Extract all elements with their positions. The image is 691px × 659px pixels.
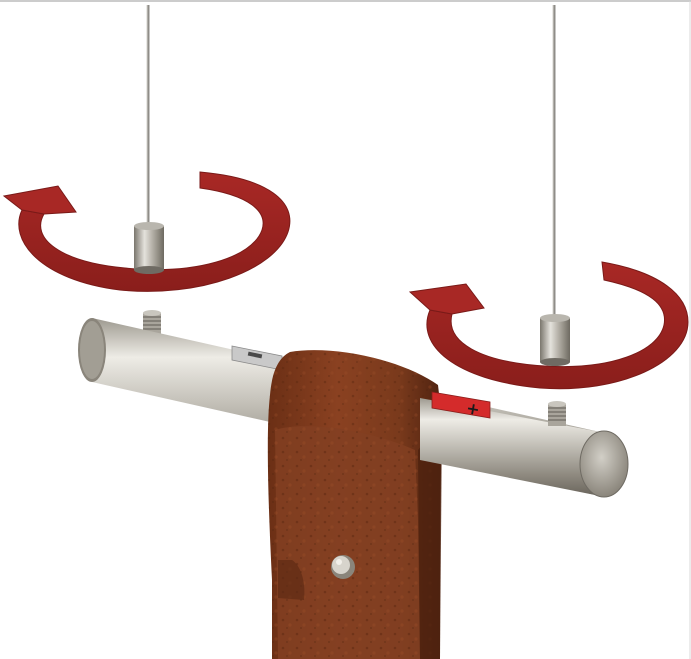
strap-rivet xyxy=(331,555,355,579)
leather-strap xyxy=(268,350,442,659)
left-magnet xyxy=(134,222,164,274)
right-magnet xyxy=(540,314,570,366)
metal-rod-front xyxy=(420,398,628,497)
right-threaded-stud xyxy=(548,401,566,426)
